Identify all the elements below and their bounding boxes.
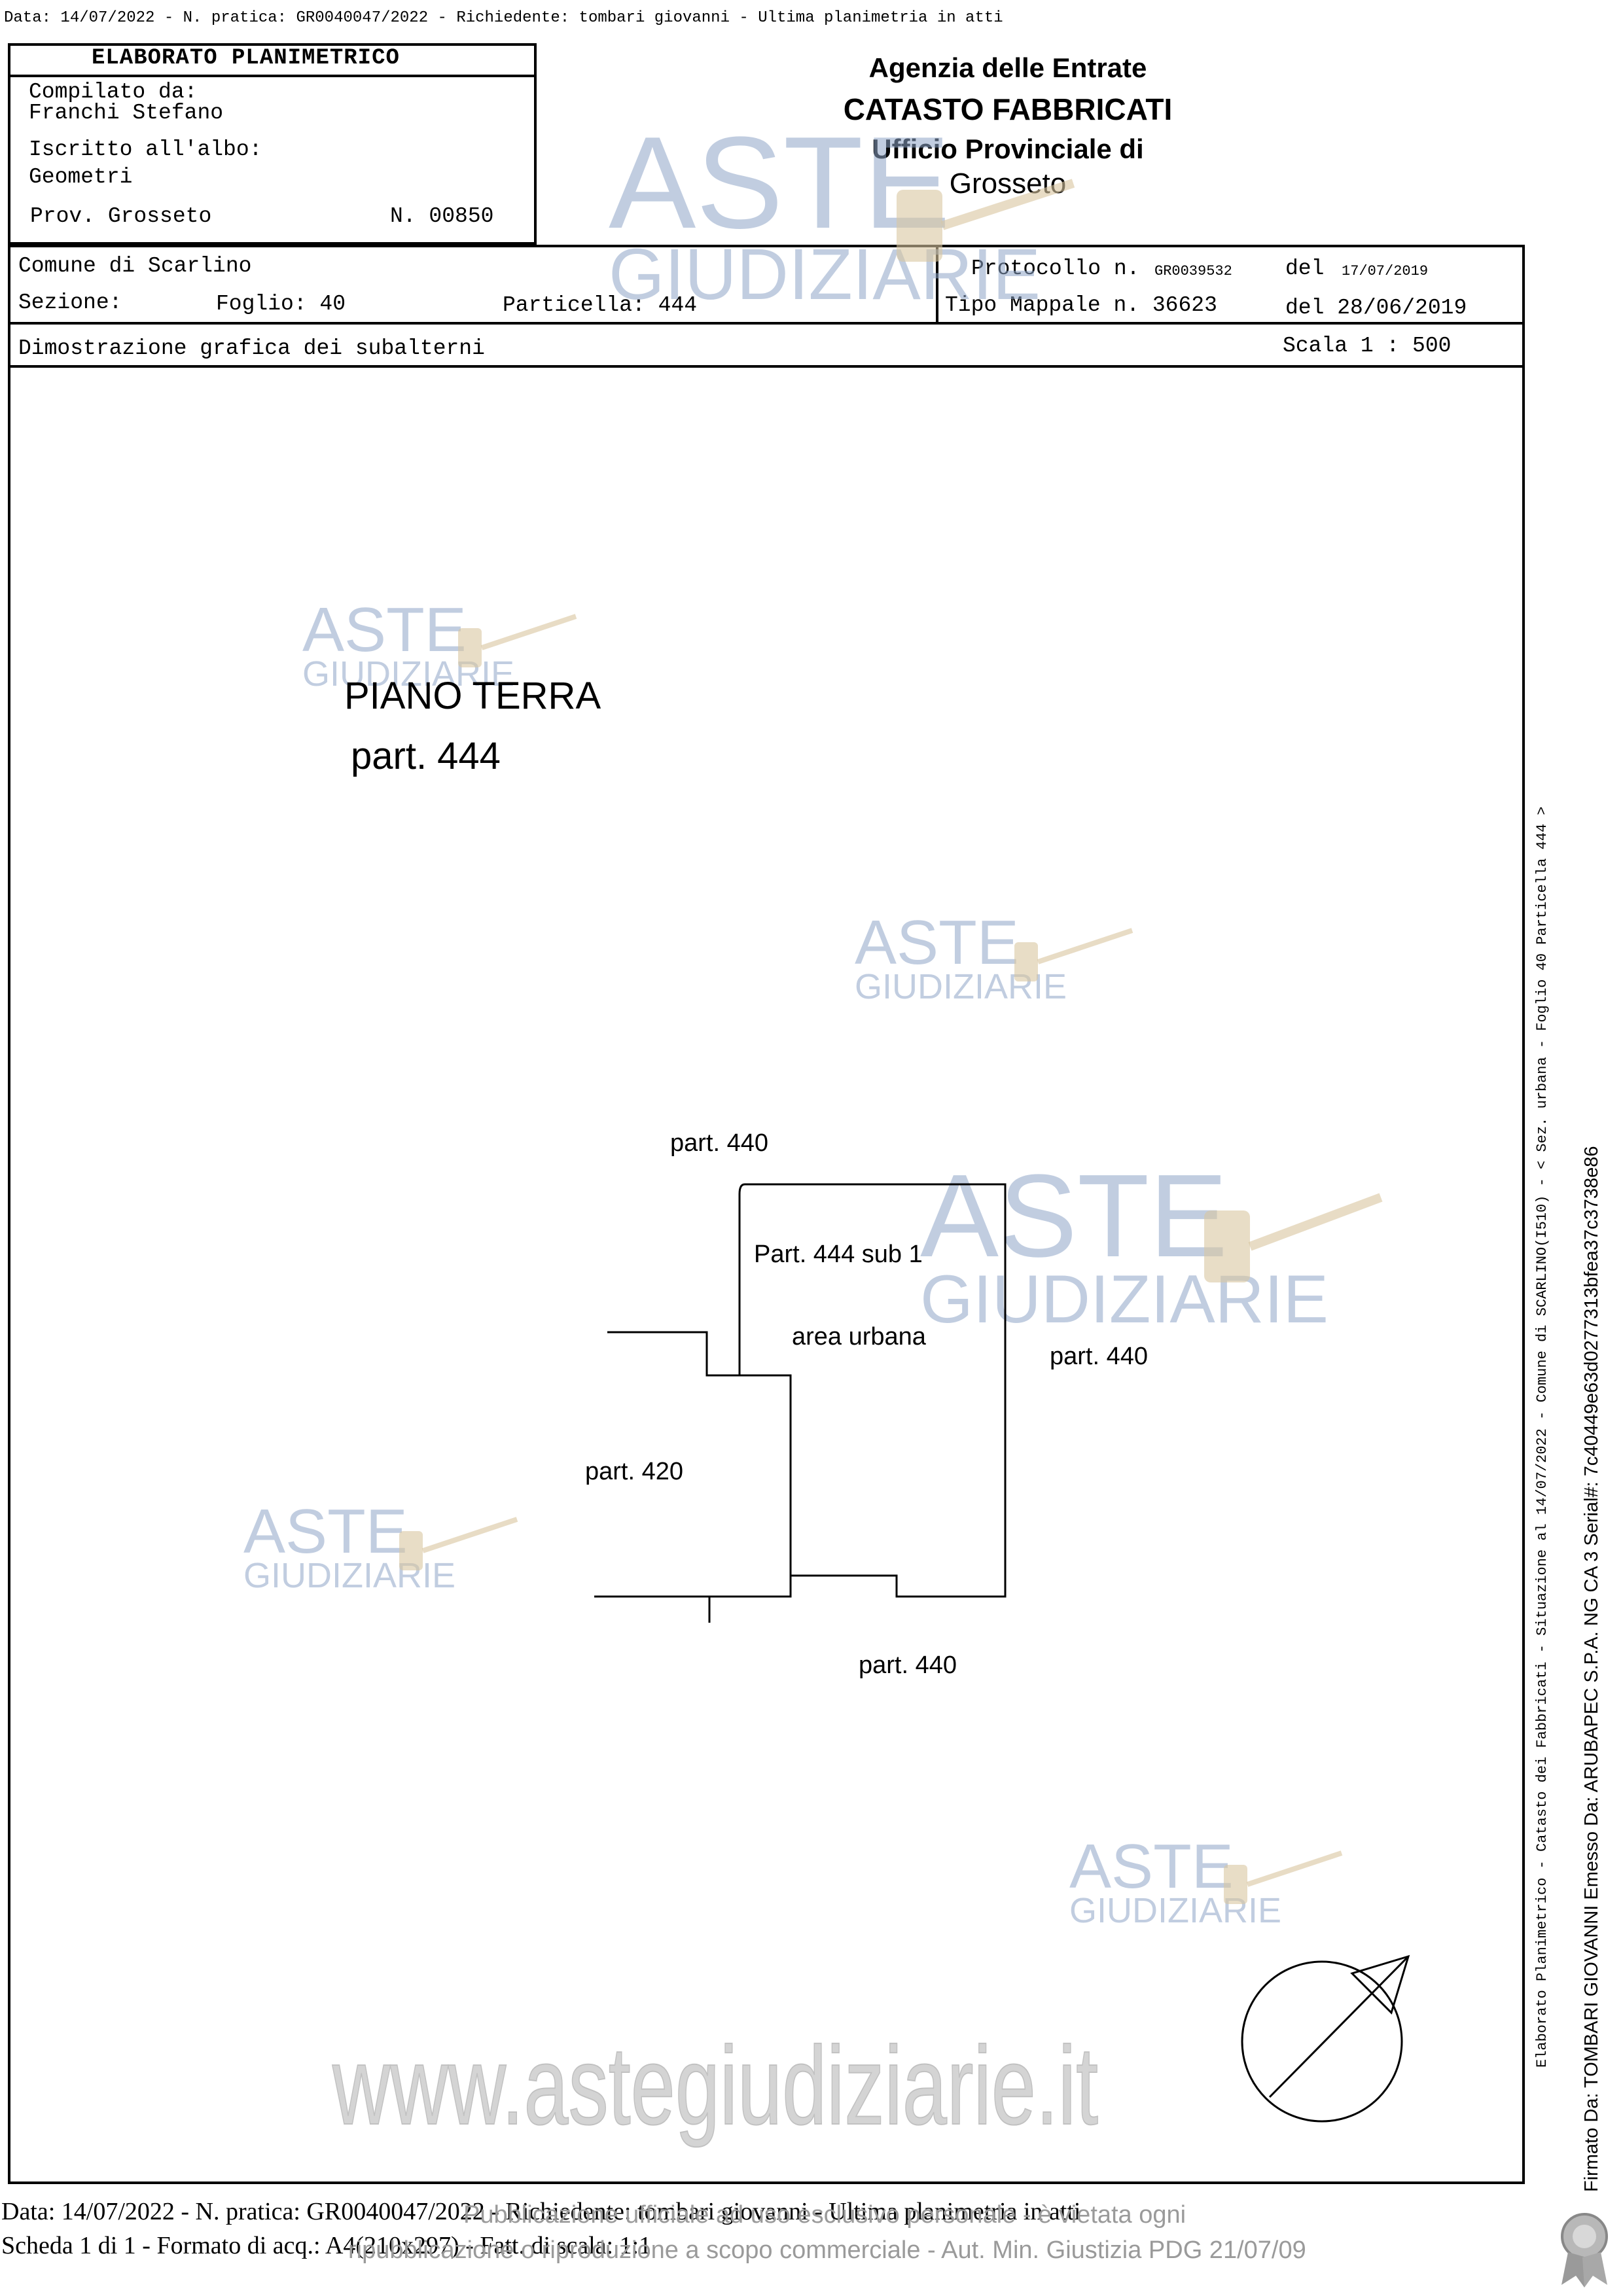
iscritto-value: Geometri <box>29 165 133 189</box>
protocollo-value: GR0039532 <box>1154 263 1232 279</box>
side-text-catasto: Elaborato Planimetrico - Catasto dei Fab… <box>1534 806 1550 2068</box>
website-watermark: www.astegiudiziarie.it <box>332 2023 1099 2149</box>
footer-line1: Data: 14/07/2022 - N. pratica: GR0040047… <box>1 2198 1081 2225</box>
watermark-aste-middle: ASTE GIUDIZIARIE <box>855 908 1067 1007</box>
agency-line1: Agenzia delle Entrate <box>868 52 1147 83</box>
watermark-aste-plan: ASTE GIUDIZIARIE <box>920 1150 1329 1337</box>
label-part420: part. 420 <box>585 1458 683 1485</box>
label-sub1: Part. 444 sub 1 <box>754 1241 923 1268</box>
footer-line2: Scheda 1 di 1 - Formato di acq.: A4(210x… <box>1 2232 652 2259</box>
label-part440-right: part. 440 <box>1050 1343 1148 1370</box>
label-part440-top: part. 440 <box>670 1129 768 1157</box>
plan-subtitle: part. 444 <box>351 735 501 777</box>
side-text-firma: Firmato Da: TOMBARI GIOVANNI Emesso Da: … <box>1581 1146 1602 2192</box>
parcel-outline-right <box>594 1183 1007 1598</box>
floor-plan <box>594 1183 1007 1623</box>
agency-line2: CATASTO FABBRICATI <box>843 92 1173 126</box>
scala-label: Scala 1 : 500 <box>1283 334 1452 358</box>
parcel-outline-inner <box>740 1374 792 1576</box>
protocollo-del-label: del <box>1285 256 1325 281</box>
sezione-label: Sezione: <box>18 291 122 315</box>
info-divider <box>8 322 1525 325</box>
compilato-name: Franchi Stefano <box>29 101 224 125</box>
info-vertical-divider <box>936 245 938 323</box>
gavel-icon <box>1224 1850 1343 1904</box>
foglio-label: Foglio: 40 <box>216 292 346 316</box>
tipo-del: del 28/06/2019 <box>1285 296 1467 320</box>
parcel-outline-left <box>607 1183 745 1377</box>
protocollo-del-value: 17/07/2019 <box>1342 263 1429 279</box>
gavel-icon <box>897 179 1075 262</box>
header-title: ELABORATO PLANIMETRICO <box>92 46 400 71</box>
gavel-icon <box>458 614 577 667</box>
gavel-icon <box>1204 1193 1383 1282</box>
footer-overlay2: ripubblicazione o riproduzione a scopo c… <box>348 2236 1306 2264</box>
footer-overlay1: Pubblicazione ufficiale ad uso esclusivo… <box>463 2201 1186 2229</box>
label-part440-bottom: part. 440 <box>859 1651 957 1679</box>
iscritto-label: Iscritto all'albo: <box>29 137 262 162</box>
gavel-icon <box>1014 928 1133 981</box>
gavel-icon <box>399 1517 518 1570</box>
comune-label: Comune di Scarlino <box>18 254 252 278</box>
prov-label: Prov. Grosseto <box>30 204 212 228</box>
header-box <box>8 43 537 245</box>
seal-icon <box>1561 2213 1608 2287</box>
header-title-divider <box>8 75 537 77</box>
north-arrow-icon <box>1241 1954 1410 2123</box>
plan-title: PIANO TERRA <box>344 675 601 717</box>
watermark-aste-top: ASTE GIUDIZIARIE <box>609 110 1041 315</box>
protocollo-label: Protocollo n. <box>971 256 1140 281</box>
numero-label: N. 00850 <box>390 204 494 228</box>
top-line: Data: 14/07/2022 - N. pratica: GR0040047… <box>4 9 1003 27</box>
dimostrazione-label: Dimostrazione grafica dei subalterni <box>18 336 485 361</box>
particella-label: Particella: 444 <box>503 293 698 317</box>
drawing-frame <box>8 365 1525 2184</box>
agency-line3: Ufficio Provinciale di <box>872 133 1144 164</box>
tipo-mappale: Tipo Mappale n. 36623 <box>945 293 1217 317</box>
compilato-label: Compilato da: <box>29 80 198 104</box>
label-area: area urbana <box>792 1323 926 1351</box>
